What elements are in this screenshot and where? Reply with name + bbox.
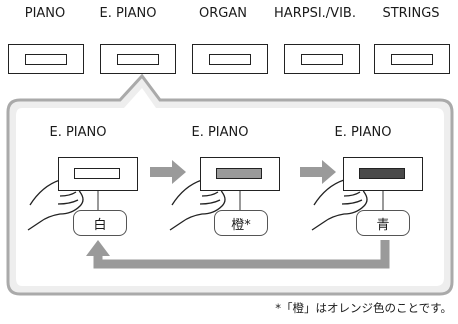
lamp	[209, 54, 251, 65]
step-title-3: E. PIANO	[334, 125, 392, 140]
lamp-white	[74, 168, 120, 179]
e-piano-button-step-1[interactable]	[58, 157, 138, 191]
lamp	[391, 54, 433, 65]
voice-label-e-piano: E. PIANO	[99, 6, 157, 21]
arrow-right-1	[150, 160, 186, 184]
piano-button[interactable]	[8, 44, 84, 74]
color-tag-white: 白	[73, 210, 127, 236]
color-tag-blue: 青	[356, 210, 410, 236]
voice-label-strings: STRINGS	[382, 6, 440, 21]
color-tag-orange: 橙*	[214, 210, 268, 236]
voice-label-harpsi-vib: HARPSI./VIB.	[274, 6, 356, 21]
loop-arrow-head	[86, 240, 110, 256]
lamp	[301, 54, 343, 65]
step-title-2: E. PIANO	[191, 125, 249, 140]
lamp	[25, 54, 67, 65]
voice-label-piano: PIANO	[24, 6, 66, 21]
harpsi-vib-button[interactable]	[284, 44, 360, 74]
lamp	[117, 54, 159, 65]
strings-button[interactable]	[374, 44, 450, 74]
step-title-1: E. PIANO	[49, 125, 107, 140]
arrow-right-2	[300, 160, 336, 184]
loop-back-arrow	[93, 240, 390, 269]
voice-label-organ: ORGAN	[199, 6, 247, 21]
e-piano-button-step-2[interactable]	[200, 157, 280, 191]
organ-button[interactable]	[192, 44, 268, 74]
lamp-orange	[216, 168, 262, 179]
lamp-blue	[359, 168, 405, 179]
footnote: *「橙」はオレンジ色のことです。	[275, 301, 452, 315]
e-piano-button-step-3[interactable]	[343, 157, 423, 191]
e-piano-button[interactable]	[100, 44, 176, 74]
